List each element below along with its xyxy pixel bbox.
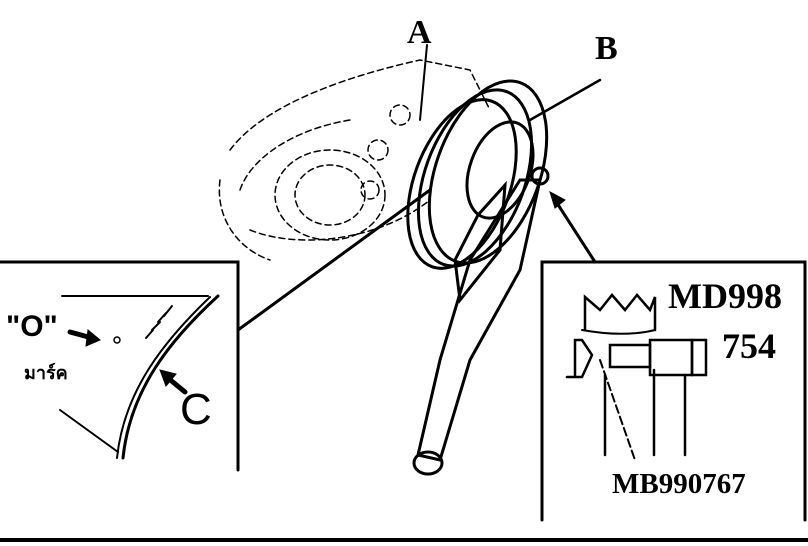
label-tool-md998754-line1: MD998: [668, 276, 782, 316]
leader-b: [528, 78, 602, 122]
label-b: B: [595, 30, 618, 67]
arrow-icon: [549, 190, 566, 209]
inset-mark-detail: [0, 260, 240, 472]
engine-block: [218, 59, 491, 261]
label-c: C: [180, 385, 212, 434]
label-tool-mb990767: MB990767: [612, 468, 746, 500]
label-tool-md998754-line2: 754: [722, 326, 776, 366]
label-mark-thai: มาร์ค: [24, 363, 68, 383]
leader-c: [236, 188, 432, 332]
wrench-tool: [412, 166, 550, 476]
leader-a: [419, 44, 428, 121]
label-a: A: [407, 14, 432, 51]
leader-tool: [553, 198, 597, 264]
label-zero-mark: "O": [6, 310, 58, 343]
compressor-pulley: [406, 79, 549, 270]
inset-tool-detail: [540, 260, 807, 522]
